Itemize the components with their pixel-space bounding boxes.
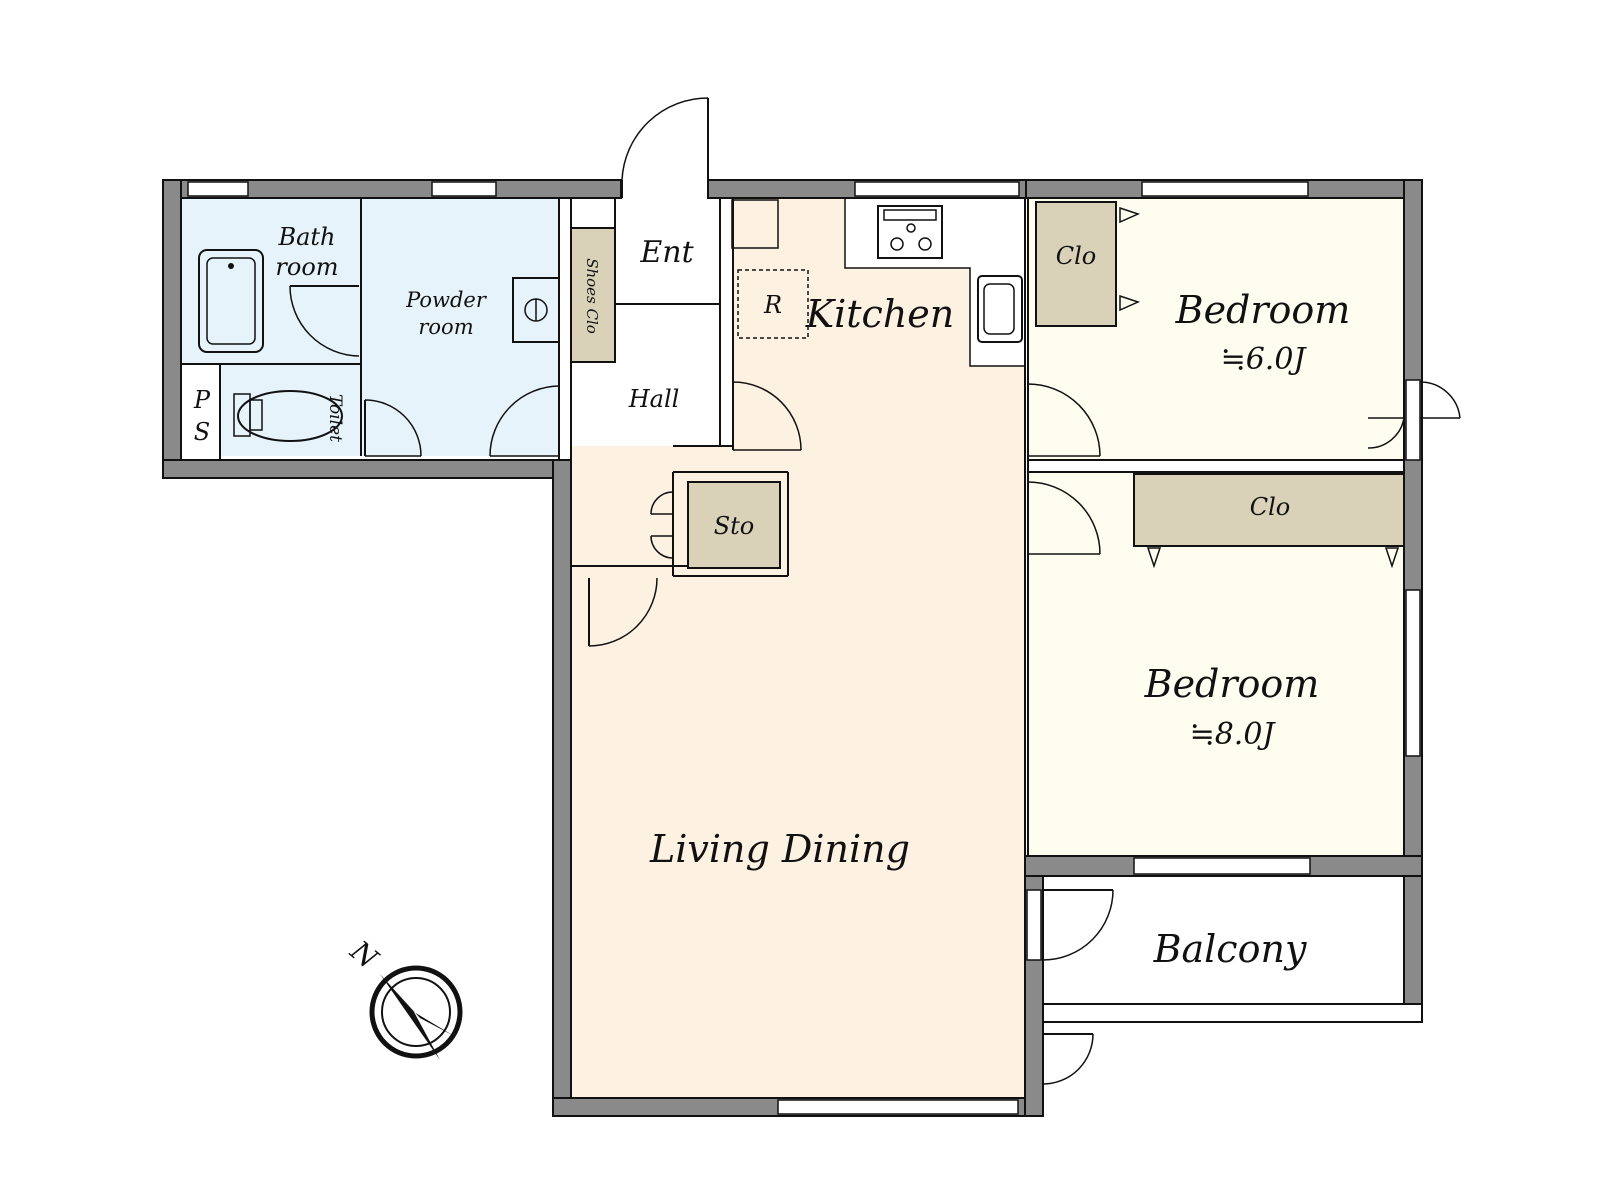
window-bath: [187, 181, 249, 197]
kitchen-sink: [977, 275, 1023, 343]
bedroom-1-door[interactable]: [1027, 383, 1101, 457]
powder-room-label: Powder: [405, 288, 488, 312]
entrance-door[interactable]: [621, 97, 709, 198]
balcony-label: Balcony: [1153, 927, 1307, 971]
bathroom-floor: [181, 198, 361, 364]
washbasin: [512, 277, 560, 343]
living-dining-label: Living Dining: [649, 827, 910, 871]
bedroom-1-closet: [1035, 201, 1117, 327]
storage-door[interactable]: [650, 491, 674, 559]
window-bedroom-2-bottom: [1133, 857, 1311, 875]
shoes-closet-label: Shoes Clo: [583, 258, 601, 334]
bedroom-1-size: ≒6.0J: [1221, 342, 1308, 377]
bathroom-door[interactable]: [289, 285, 360, 357]
window-bedroom-1: [1141, 181, 1309, 197]
toilet-door[interactable]: [364, 399, 422, 457]
ps-label-s: S: [194, 418, 210, 446]
kitchen-label: Kitchen: [805, 292, 955, 336]
wall-left: [162, 179, 182, 479]
bathtub: [198, 249, 264, 353]
stove: [877, 205, 943, 259]
powder-room-label-2: room: [418, 315, 473, 339]
bedroom-2-door[interactable]: [1027, 481, 1101, 555]
window-bedroom-2-side: [1405, 589, 1421, 757]
powder-room-floor: [361, 198, 559, 456]
windows: [187, 181, 1421, 1115]
window-bedroom-1-side: [1405, 379, 1421, 461]
wall-bottom-left: [162, 459, 572, 479]
bedroom-2-closet: [1133, 473, 1405, 547]
bedroom-2-size: ≒8.0J: [1190, 717, 1277, 752]
living-door[interactable]: [588, 577, 658, 647]
storage-closet: [687, 481, 781, 569]
closet-label-lower: Clo: [1250, 493, 1291, 521]
window-kitchen: [854, 181, 1020, 197]
powder-room-door[interactable]: [489, 385, 560, 457]
compass-north-label: N: [343, 934, 385, 977]
ps-label-p: P: [193, 386, 211, 414]
bedroom-1-label: Bedroom: [1175, 288, 1351, 332]
storage-label: Sto: [714, 512, 755, 540]
toilet-label: Toilet: [325, 394, 345, 442]
bedroom-1-side-door[interactable]: [1367, 381, 1461, 449]
closet-door-markers: [1119, 206, 1400, 569]
kitchen-door[interactable]: [732, 381, 802, 451]
window-living-bottom: [777, 1099, 1019, 1115]
bathroom-label: Bath: [277, 223, 335, 251]
fridge-space: [737, 269, 809, 339]
room-labels: Bath room Powder room P S Toilet Shoes C…: [193, 223, 1350, 971]
entrance-label: Ent: [639, 235, 694, 270]
wall-right: [1403, 179, 1423, 877]
doors: [289, 97, 1461, 1085]
hall-label: Hall: [628, 385, 680, 413]
wall-living-left: [552, 459, 572, 1117]
balcony-floor: [1041, 875, 1405, 1005]
closet-label-upper: Clo: [1056, 242, 1097, 270]
balcony-door[interactable]: [1042, 889, 1114, 961]
fridge-label: R: [763, 291, 782, 319]
living-dining-floor: [571, 446, 1025, 1098]
balcony-rail: [1403, 875, 1423, 1021]
bedroom-2-label: Bedroom: [1144, 662, 1320, 706]
bathroom-label-2: room: [275, 253, 338, 281]
living-side-door[interactable]: [1042, 1033, 1094, 1085]
toilet-fixture: [233, 390, 343, 442]
shoe-cabinet-top: [731, 199, 779, 249]
window-living-side: [1026, 889, 1042, 961]
window-powder: [431, 181, 497, 197]
compass: N: [343, 934, 463, 1060]
balcony-outline: [1027, 1003, 1423, 1023]
